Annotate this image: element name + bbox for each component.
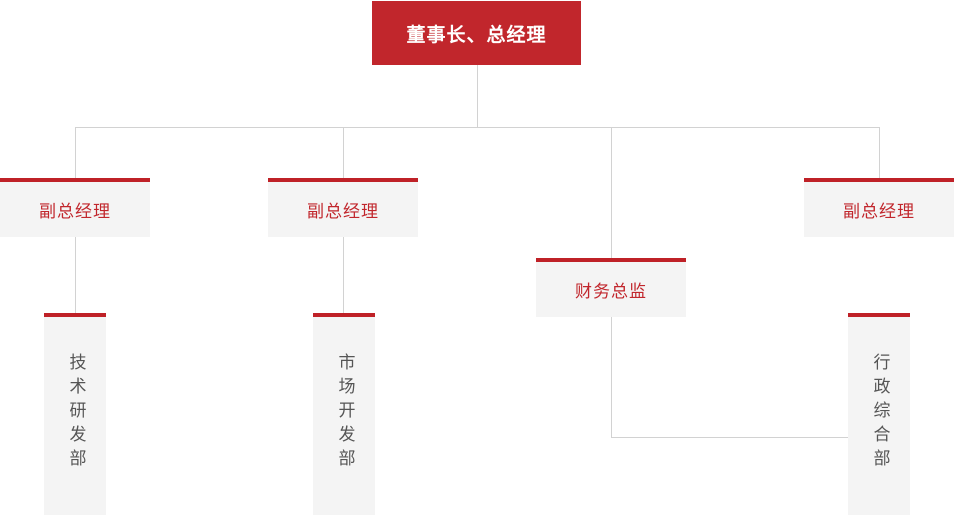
connector-elbow-to-dept-3 xyxy=(611,437,849,438)
node-deputy-general-manager-1[interactable]: 副总经理 xyxy=(0,178,150,237)
node-finance-director[interactable]: 财务总监 xyxy=(536,258,686,317)
node-deputy-general-manager-3[interactable]: 副总经理 xyxy=(804,178,954,237)
connector-horizontal-bus xyxy=(75,127,880,128)
node-label: 董事长、总经理 xyxy=(406,23,547,46)
connector-bus-to-manager-2 xyxy=(343,127,344,178)
node-department-administration[interactable]: 行政综合部 xyxy=(848,313,910,515)
node-label: 副总经理 xyxy=(843,202,915,222)
connector-bus-to-manager-4 xyxy=(879,127,880,178)
node-department-market-development[interactable]: 市场开发部 xyxy=(313,313,375,515)
node-label: 副总经理 xyxy=(307,202,379,222)
connector-bus-to-manager-3 xyxy=(611,127,612,258)
connector-bus-to-manager-1 xyxy=(75,127,76,178)
node-label: 技术研发部 xyxy=(65,353,86,473)
node-department-technology-rd[interactable]: 技术研发部 xyxy=(44,313,106,515)
node-label: 市场开发部 xyxy=(334,353,355,473)
node-label: 行政综合部 xyxy=(869,353,890,473)
node-label: 财务总监 xyxy=(575,282,647,302)
connector-root-to-bus xyxy=(477,65,478,127)
node-chairman-general-manager[interactable]: 董事长、总经理 xyxy=(372,1,581,65)
connector-manager-2-to-dept-2 xyxy=(343,237,344,313)
node-deputy-general-manager-2[interactable]: 副总经理 xyxy=(268,178,418,237)
connector-manager-1-to-dept-1 xyxy=(75,237,76,313)
node-label: 副总经理 xyxy=(39,202,111,222)
connector-finance-to-elbow xyxy=(611,317,612,437)
